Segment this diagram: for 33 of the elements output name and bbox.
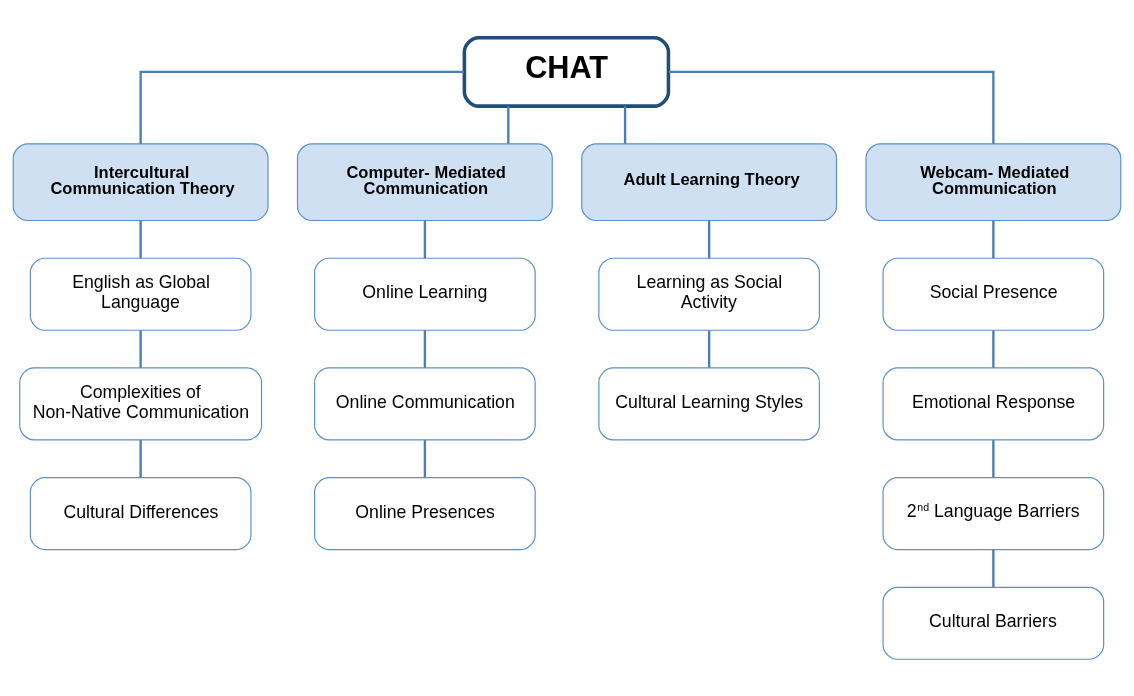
connector: [139, 329, 142, 368]
node-box: English as Global Language: [29, 257, 252, 331]
connector: [139, 439, 142, 477]
connector: [707, 220, 711, 258]
connector: [707, 329, 711, 368]
connector: [423, 220, 427, 258]
node-box: Cultural Barriers: [882, 586, 1105, 660]
connector: [992, 220, 995, 258]
node-box: Learning as Social Activity: [598, 257, 820, 331]
node-box: Intercultural Communication Theory: [12, 142, 269, 221]
node-box: CHAT: [462, 35, 671, 108]
node-box: Emotional Response: [882, 366, 1105, 440]
node-box: Online Learning: [314, 257, 536, 331]
connector: [139, 220, 142, 258]
connector: [423, 329, 427, 368]
node-box: 2$^{nd}$ Language Barriers: [882, 476, 1105, 550]
node-box: Webcam- Mediated Communication: [865, 142, 1122, 221]
node-box: Online Communication: [314, 366, 536, 440]
connector: [992, 549, 995, 587]
node-box: Complexities of Non-Native Communication: [19, 366, 263, 440]
node-box: Adult Learning Theory: [581, 142, 838, 221]
connector: [668, 70, 995, 144]
connector: [423, 439, 427, 477]
connector: [992, 439, 995, 477]
node-box: Computer- Mediated Communication: [296, 142, 553, 221]
node-box: Social Presence: [882, 257, 1105, 331]
connector: [623, 105, 627, 144]
connector: [507, 105, 510, 144]
node-box: Cultural Learning Styles: [598, 366, 820, 440]
node-box: Online Presences: [314, 476, 536, 550]
node-box: Cultural Differences: [29, 476, 252, 550]
connector: [139, 70, 464, 144]
connector: [992, 329, 995, 368]
